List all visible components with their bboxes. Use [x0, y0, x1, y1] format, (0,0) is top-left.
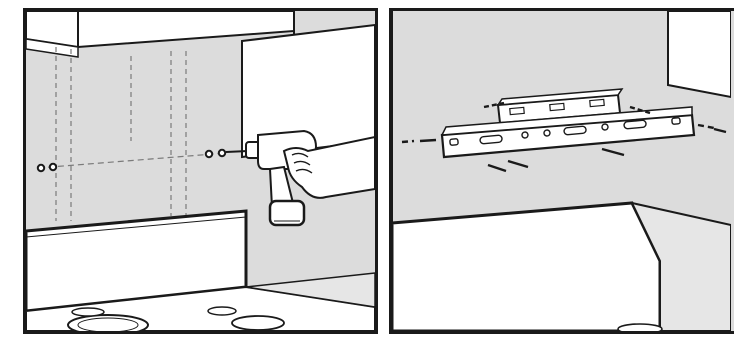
burner	[208, 307, 236, 315]
side-cabinet	[668, 11, 731, 97]
pilot-hole	[219, 150, 225, 156]
panel-mount-bracket	[389, 8, 734, 334]
panel-drill-holes	[23, 8, 378, 334]
burner	[618, 324, 662, 331]
burner	[68, 315, 148, 331]
mount-bracket-illustration	[392, 11, 731, 331]
drill-holes-illustration	[26, 11, 375, 331]
burner	[232, 316, 284, 330]
burner	[72, 308, 104, 316]
pilot-hole	[50, 164, 56, 170]
pilot-hole	[206, 151, 212, 157]
pilot-hole	[38, 165, 44, 171]
stove-backguard	[392, 203, 660, 331]
